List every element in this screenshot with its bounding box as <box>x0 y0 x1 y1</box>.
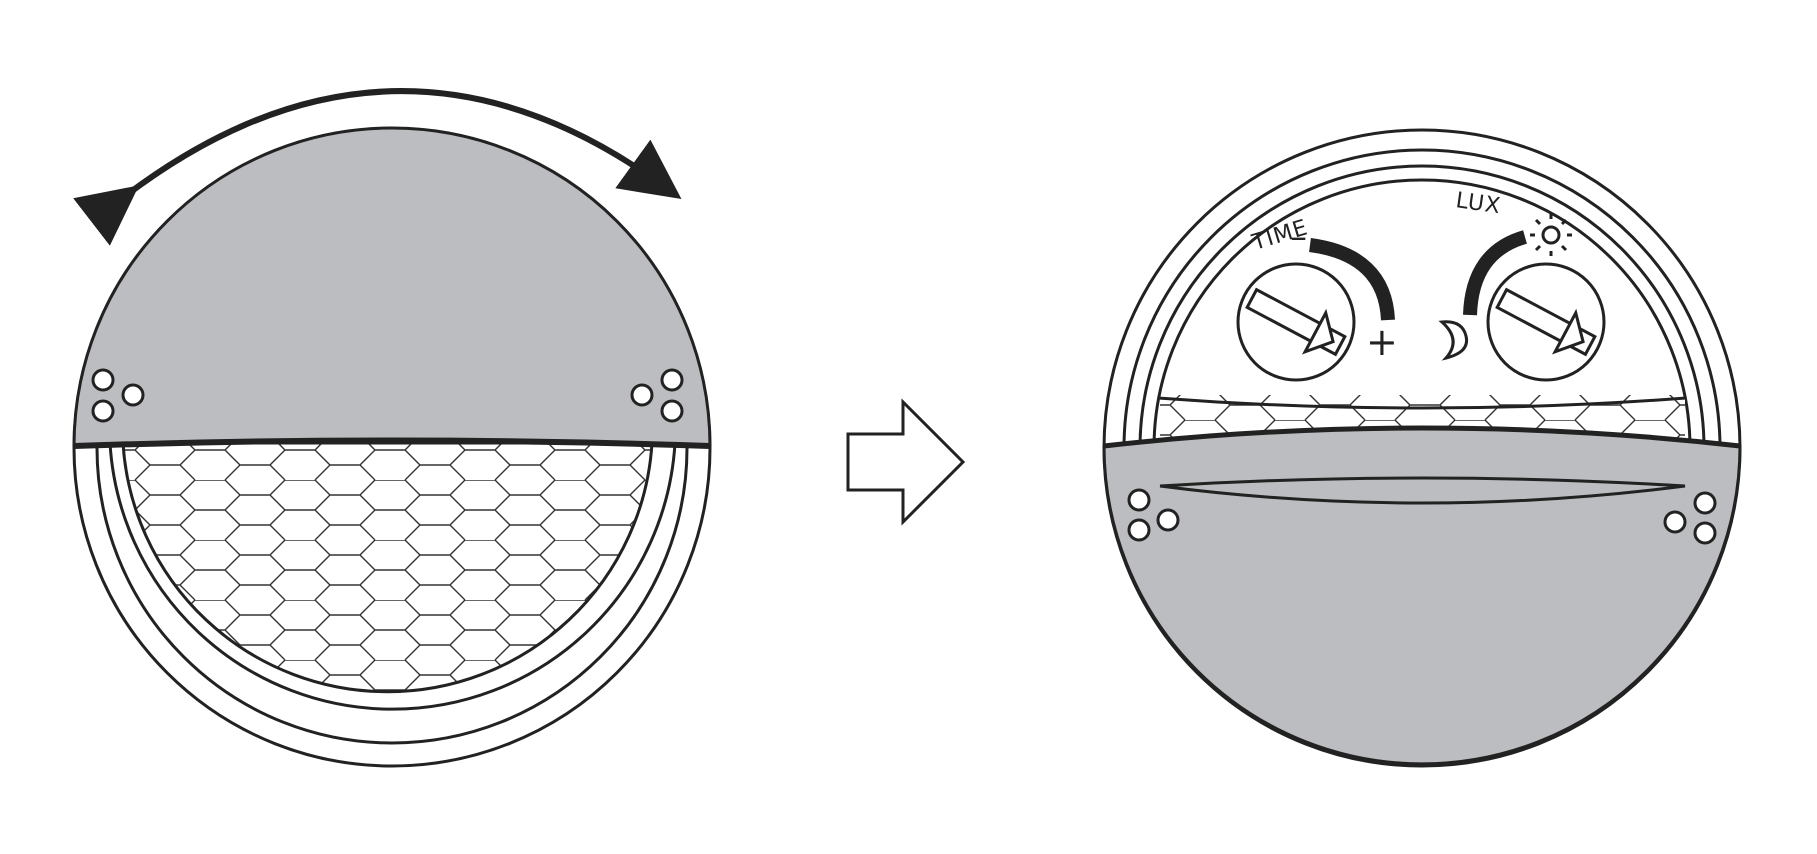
lux-scale-arc <box>1463 230 1528 316</box>
time-knob[interactable] <box>1236 262 1356 382</box>
right-cover-edge <box>1103 425 1741 449</box>
left-sensor <box>72 88 712 768</box>
right-sensor: TIME – + LUX <box>1102 128 1742 768</box>
time-minus-label: – <box>1290 217 1307 257</box>
left-cover <box>72 126 712 448</box>
moon-icon <box>1438 320 1469 361</box>
left-screw-cluster-left <box>91 368 145 423</box>
lux-label: LUX <box>1454 188 1502 219</box>
right-screw-cluster-left <box>1127 488 1180 542</box>
right-cover-lip <box>1159 476 1686 505</box>
sun-icon <box>1530 214 1572 256</box>
rotation-arrow <box>73 88 682 246</box>
left-fresnel-lens <box>108 441 677 711</box>
transition-arrow-icon <box>846 398 966 526</box>
lux-knob[interactable] <box>1486 262 1606 382</box>
time-plus-label: + <box>1366 320 1398 364</box>
left-screw-cluster-right <box>630 368 684 423</box>
right-screw-cluster-right <box>1663 491 1717 545</box>
time-scale-arc <box>1308 238 1395 321</box>
left-cover-edge <box>73 437 711 449</box>
